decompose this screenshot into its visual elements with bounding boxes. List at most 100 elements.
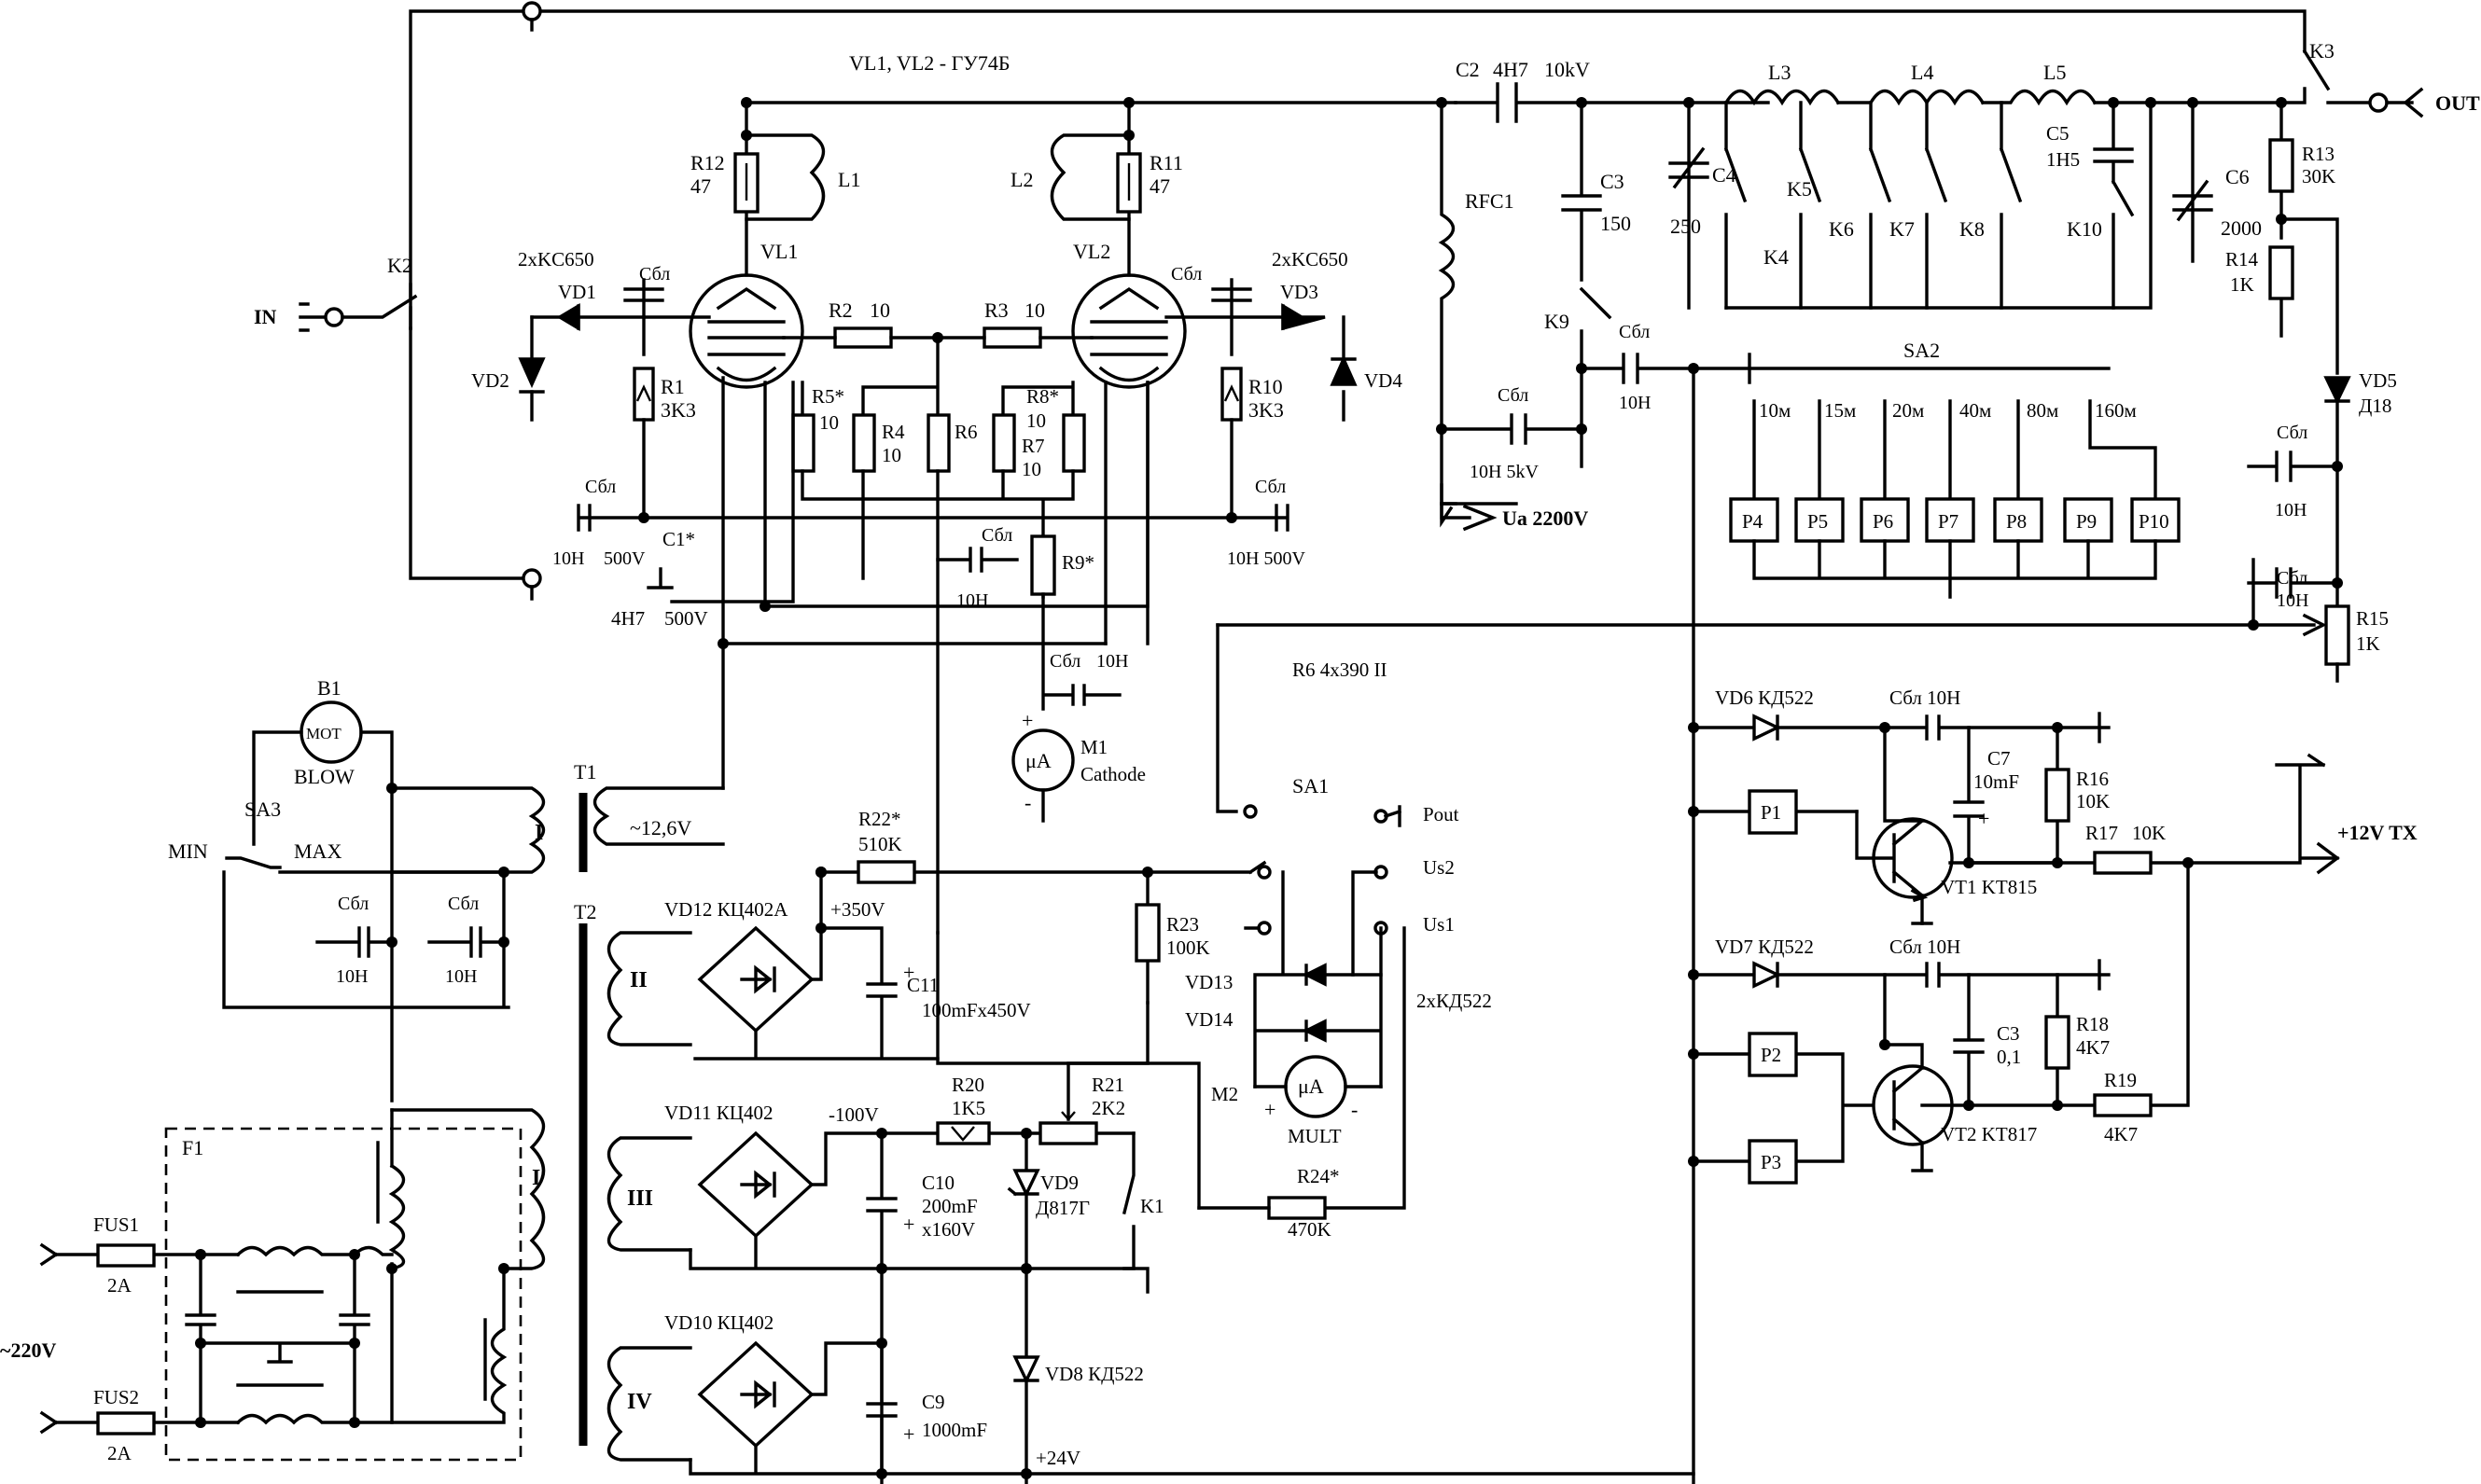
vd9-label: VD9 bbox=[1040, 1172, 1079, 1194]
mains-section: MOT B1 BLOW SA3 MIN MAX Сбл 10H Сбл 10H … bbox=[0, 676, 523, 1464]
band-160: 160м bbox=[2095, 399, 2137, 422]
sbl-k9: Сбл bbox=[1619, 322, 1650, 342]
r4-value: 10 bbox=[882, 444, 901, 466]
c4-value: 250 bbox=[1670, 215, 1701, 238]
mains-label: ~220V bbox=[0, 1338, 56, 1362]
hv-label: Ua 2200V bbox=[1502, 506, 1588, 530]
fus2-label: FUS2 bbox=[93, 1386, 139, 1408]
r22-label: R22* bbox=[858, 808, 901, 830]
sbl-mains-2: Сбл bbox=[448, 894, 479, 914]
k10-label: K10 bbox=[2067, 217, 2102, 241]
r23-label: R23 bbox=[1166, 913, 1199, 936]
vl1-label: VL1 bbox=[760, 240, 798, 263]
r11-value: 47 bbox=[1150, 174, 1170, 198]
vt1-label: VT1 KT815 bbox=[1941, 876, 2037, 898]
p9-label: P9 bbox=[2076, 510, 2097, 533]
c5-value: 1H5 bbox=[2046, 148, 2080, 171]
r10-value: 3K3 bbox=[1248, 398, 1284, 422]
c10-volt: x160V bbox=[922, 1218, 975, 1241]
sa1-label: SA1 bbox=[1292, 774, 1329, 797]
us2-label: Us2 bbox=[1423, 856, 1455, 879]
k6-label: K6 bbox=[1829, 217, 1854, 241]
sbl-cathode: Сбл bbox=[982, 525, 1012, 546]
r11-label: R11 bbox=[1150, 151, 1183, 174]
kc650-left: 2xKC650 bbox=[518, 248, 594, 270]
vd1-label: VD1 bbox=[558, 281, 596, 303]
vd11-label: VD11 КЦ402 bbox=[664, 1102, 773, 1124]
r6-label: R6 bbox=[955, 421, 978, 443]
tx-label: +12V TX bbox=[2337, 821, 2418, 844]
c11-value: 100mFx450V bbox=[922, 999, 1031, 1021]
p3-label: P3 bbox=[1761, 1151, 1781, 1173]
r8-value: 10 bbox=[1026, 409, 1046, 432]
r21-label: R21 bbox=[1092, 1074, 1124, 1096]
r1-label: R1 bbox=[661, 375, 685, 398]
tube-type-label: VL1, VL2 - ГУ74Б bbox=[849, 51, 1011, 75]
l4-label: L4 bbox=[1911, 61, 1933, 84]
r6-note: R6 4x390 II bbox=[1292, 659, 1387, 681]
r10-label: R10 bbox=[1248, 375, 1283, 398]
k9-label: K9 bbox=[1544, 310, 1569, 333]
r18-label: R18 bbox=[2076, 1013, 2109, 1035]
r24-label: R24* bbox=[1297, 1165, 1340, 1187]
vd3-label: VD3 bbox=[1280, 281, 1318, 303]
r15-value: 1K bbox=[2356, 632, 2380, 655]
r12-value: 47 bbox=[690, 174, 711, 198]
p10-label: P10 bbox=[2139, 510, 2169, 533]
r18-value: 4K7 bbox=[2076, 1036, 2110, 1059]
output-tank: C2 4H7 10kV RFC1 Сбл 10H 5kV Ua 2200V C3… bbox=[1216, 39, 2480, 683]
c9-label: C9 bbox=[922, 1391, 945, 1413]
c11-label: C11 bbox=[907, 974, 939, 996]
r24-value: 470K bbox=[1288, 1218, 1331, 1241]
r17-value: 10K bbox=[2132, 822, 2166, 844]
sa3-label: SA3 bbox=[244, 797, 281, 821]
t2-winding-3: III bbox=[627, 1186, 653, 1211]
v-minus100: -100V bbox=[829, 1103, 879, 1126]
r14-label: R14 bbox=[2225, 248, 2259, 270]
cathode-network: R5* 10 R4 10 R6 R8* 10 R7 10 10H 500V Сб… bbox=[552, 336, 1305, 935]
c2-value: 4H7 bbox=[1493, 58, 1528, 81]
vt2-label: VT2 KT817 bbox=[1941, 1123, 2037, 1145]
relay-p1 bbox=[1748, 789, 1798, 835]
r7-label: R7 bbox=[1022, 435, 1045, 457]
sbl-grid-left: Сбл bbox=[585, 477, 616, 497]
pout-label: Pout bbox=[1423, 803, 1459, 825]
r16-label: R16 bbox=[2076, 768, 2109, 790]
us1-label: Us1 bbox=[1423, 913, 1455, 936]
l2-label: L2 bbox=[1011, 168, 1033, 191]
m2-ua: μA bbox=[1298, 1075, 1324, 1098]
sbl-vl1: Сбл bbox=[639, 264, 670, 284]
c7-label: C7 bbox=[1987, 747, 2011, 770]
r7-value: 10 bbox=[1022, 458, 1041, 480]
c9-value: 1000mF bbox=[922, 1419, 987, 1441]
m1-label: M1 bbox=[1080, 736, 1108, 758]
tube-vl2: VL2 bbox=[1071, 240, 1187, 389]
sa2-label: SA2 bbox=[1903, 339, 1940, 362]
c-mains-1-value: 10H bbox=[336, 966, 368, 987]
r3-label: R3 bbox=[984, 298, 1009, 322]
k5-label: K5 bbox=[1787, 177, 1812, 201]
grid-network: R2 10 R3 10 Сбл Сбл 2xKC650 VD1 2xKC650 … bbox=[471, 248, 1402, 520]
vd7-label: VD7 КД522 bbox=[1715, 936, 1814, 958]
k1-label: K1 bbox=[1140, 1195, 1164, 1217]
m2-text: MULT bbox=[1288, 1125, 1342, 1147]
fan-blow: BLOW bbox=[294, 765, 355, 788]
c7-value: 10mF bbox=[1973, 770, 2019, 793]
k7-label: K7 bbox=[1889, 217, 1915, 241]
c-grid-right-value: 10H 500V bbox=[1227, 548, 1305, 569]
sbl-mains-1: Сбл bbox=[338, 894, 369, 914]
r23-value: 100K bbox=[1166, 936, 1210, 959]
r2-value: 10 bbox=[870, 298, 890, 322]
c6-value: 2000 bbox=[2221, 216, 2262, 240]
relay-p4 bbox=[1729, 497, 1779, 543]
vd9-type: Д817Г bbox=[1036, 1197, 1090, 1219]
c2-volt: 10kV bbox=[1544, 58, 1590, 81]
r3-value: 10 bbox=[1024, 298, 1045, 322]
fus1-rating: 2A bbox=[107, 1274, 132, 1297]
r19-label: R19 bbox=[2104, 1069, 2137, 1091]
c-rfc-value: 10H 5kV bbox=[1470, 462, 1539, 482]
c1-volt: 500V bbox=[664, 607, 708, 630]
relay-p2 bbox=[1748, 1032, 1798, 1077]
vl2-label: VL2 bbox=[1073, 240, 1110, 263]
m2-label: M2 bbox=[1211, 1083, 1238, 1105]
